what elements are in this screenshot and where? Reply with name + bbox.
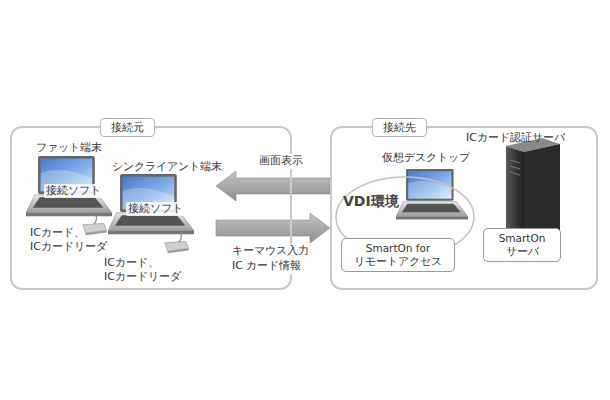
block-arrow	[216, 171, 330, 201]
panel-tab: 接続元	[100, 118, 155, 137]
software-label: 接続ソフト	[44, 184, 103, 198]
panel-tab: 接続先	[372, 118, 427, 137]
process-box: SmartOn サーバ	[483, 228, 561, 262]
environment-title: VDI環境	[343, 193, 399, 211]
terminal-name: シンクライアント端末	[112, 160, 222, 174]
box-text: SmartOn for リモートアクセス	[348, 242, 448, 268]
box-text: SmartOn サーバ	[490, 232, 554, 258]
device-label: ICカード、 ICカードリーダ	[30, 226, 102, 255]
server-label: ICカード認証サーバ	[466, 131, 565, 145]
arrow-label: キーマウス入力 IC カード情報	[230, 244, 322, 274]
terminal-name: ファット端末	[36, 141, 102, 155]
group-panel: 接続先VDI環境SmartOn for リモートアクセスSmartOn サーバ	[330, 126, 598, 290]
software-label: 接続ソフト	[126, 202, 185, 216]
arrow-label: 画面表示	[257, 154, 305, 169]
process-box: SmartOn for リモートアクセス	[341, 238, 455, 272]
device-label: ICカード、 ICカードリーダ	[104, 256, 176, 285]
desktop-label: 仮想デスクトップ	[382, 151, 470, 165]
block-arrow	[216, 213, 330, 243]
